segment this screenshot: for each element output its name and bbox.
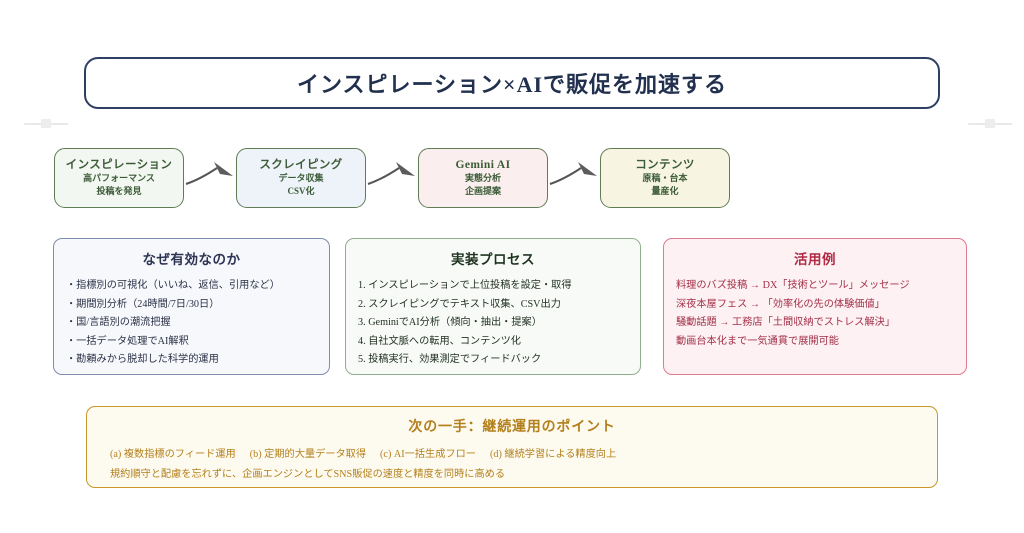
flow-step-detail: 高パフォーマンス	[83, 173, 155, 184]
flow-step-title: スクレイピング	[259, 159, 343, 172]
flow-step-detail: データ収集	[278, 173, 324, 184]
list-item: 4. 自社文脈への転用、コンテンツ化	[358, 335, 521, 347]
flow-step-detail: 量産化	[651, 185, 679, 196]
flow-step-detail: 実態分析	[464, 173, 501, 184]
flow-step-contents: コンテンツ 原稿・台本 量産化	[600, 148, 730, 208]
list-item: ・指標別の可視化（いいね、返信、引用など）	[66, 280, 280, 291]
flow-step-title: コンテンツ	[635, 159, 695, 172]
list-item: ・国/言語別の潮流把握	[66, 317, 171, 329]
list-item: ・勘頼みから脱却した科学的運用	[66, 354, 219, 366]
panel-heading: なぜ有効なのか	[142, 252, 241, 267]
panel-body: 1. インスピレーションで上位投稿を設定・取得 2. スクレイピングでテキスト収…	[358, 277, 628, 370]
flow-step-title: Gemini AI	[455, 159, 511, 172]
decorative-mark-left	[24, 119, 68, 129]
flow-step-title: インスピレーション	[65, 159, 173, 172]
list-item: 2. スクレイピングでテキスト収集、CSV出力	[358, 298, 561, 310]
panel-why-effective: なぜ有効なのか ・指標別の可視化（いいね、返信、引用など） ・期間別分析（24時…	[53, 238, 330, 375]
panel-heading: 活用例	[794, 252, 836, 267]
list-item: 5. 投稿実行、効果測定でフィードバック	[358, 354, 542, 366]
next-step-item: (a) 複数指標のフィード運用	[110, 449, 236, 460]
flow-step-detail: 企画提案	[464, 185, 501, 196]
flow-step-detail: 投稿を発見	[96, 185, 142, 196]
list-item: 3. GeminiでAI分析（傾向・抽出・提案）	[358, 317, 542, 329]
list-item: 騒動話題 → 工務店「土間収納でストレス解決」	[676, 317, 896, 329]
panel-next-steps: 次の一手：継続運用のポイント (a) 複数指標のフィード運用 (b) 定期的大量デ…	[86, 406, 938, 488]
page-title: インスピレーション×AIで販促を加速する	[296, 72, 728, 97]
next-step-item: (c) AI一括生成フロー	[380, 449, 476, 460]
list-item: 動画台本化まで一気通貫で展開可能	[676, 335, 839, 347]
panel-implementation-process: 実装プロセス 1. インスピレーションで上位投稿を設定・取得 2. スクレイピン…	[345, 238, 641, 375]
decorative-mark-right	[968, 119, 1012, 129]
list-item: ・期間別分析（24時間/7日/30日）	[66, 298, 220, 310]
panel-heading: 次の一手：継続運用のポイント	[408, 420, 616, 435]
flow-step-gemini-ai: Gemini AI 実態分析 企画提案	[418, 148, 548, 208]
process-flow: インスピレーション 高パフォーマンス 投稿を発見 スクレイピング データ収集 C…	[0, 148, 1024, 218]
list-item: 深夜本屋フェス → 「効率化の先の体験価値」	[676, 298, 885, 310]
curved-arrow-right-icon	[185, 162, 233, 185]
panel-body: ・指標別の可視化（いいね、返信、引用など） ・期間別分析（24時間/7日/30日…	[66, 277, 317, 370]
curved-arrow-right-icon	[549, 162, 597, 185]
flow-step-inspiration: インスピレーション 高パフォーマンス 投稿を発見	[54, 148, 184, 208]
panel-use-cases: 活用例 料理のバズ投稿 → DX「技術とツール」メッセージ 深夜本屋フェス → …	[663, 238, 967, 375]
list-item: 料理のバズ投稿 → DX「技術とツール」メッセージ	[676, 280, 910, 291]
list-item: 1. インスピレーションで上位投稿を設定・取得	[358, 280, 572, 291]
next-step-item: (b) 定期的大量データ取得	[249, 449, 367, 460]
flow-step-detail: 原稿・台本	[642, 173, 688, 184]
next-step-item: (d) 継続学習による精度向上	[489, 449, 617, 460]
next-step-note: 規約順守と配慮を忘れずに、企画エンジンとしてSNS販促の速度と精度を同時に高める	[110, 469, 506, 481]
next-step-items: (a) 複数指標のフィード運用 (b) 定期的大量データ取得 (c) AI一括生成フ…	[87, 445, 937, 465]
list-item: ・一括データ処理でAI解釈	[66, 335, 189, 347]
panel-heading: 実装プロセス	[451, 252, 535, 267]
curved-arrow-right-icon	[367, 162, 415, 185]
title-banner: インスピレーション×AIで販促を加速する	[84, 57, 940, 109]
flow-step-detail: CSV化	[287, 185, 315, 196]
flow-step-scraping: スクレイピング データ収集 CSV化	[236, 148, 366, 208]
panel-body: 料理のバズ投稿 → DX「技術とツール」メッセージ 深夜本屋フェス → 「効率化…	[676, 277, 954, 351]
